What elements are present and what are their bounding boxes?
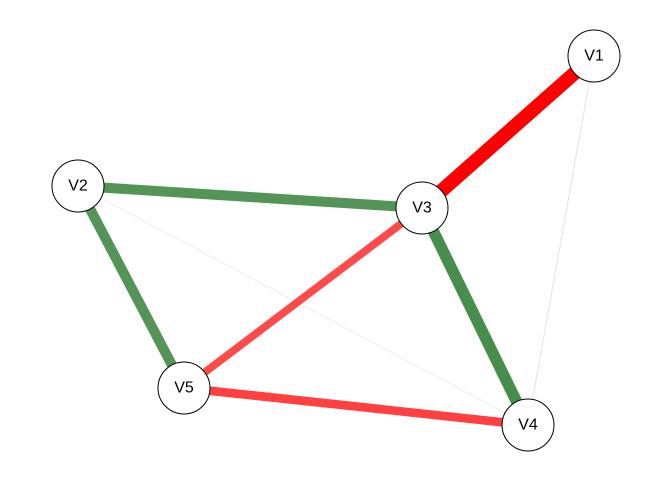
node-V4[interactable]: V4	[501, 398, 555, 452]
edge-V5-V4	[183, 383, 529, 430]
node-V3-label: V3	[412, 200, 432, 217]
nodes-layer: V1 V2 V3 V4 V5	[51, 29, 621, 452]
node-V2-circle	[51, 159, 105, 213]
node-V3-circle	[395, 181, 449, 235]
node-V3[interactable]: V3	[395, 181, 449, 235]
node-V5-label: V5	[174, 380, 194, 397]
edge-V3-V4	[416, 205, 534, 428]
node-V5[interactable]: V5	[157, 361, 211, 415]
edge-V1-V4	[527, 55, 595, 426]
node-V4-label: V4	[518, 417, 538, 434]
edge-V2-V4	[77, 185, 529, 426]
edge-V3-V5	[181, 204, 425, 392]
edge-V2-V3	[77, 180, 423, 214]
node-V1-circle	[567, 29, 621, 83]
node-V2-label: V2	[68, 178, 88, 195]
edge-V1-V3	[417, 50, 599, 214]
node-V2[interactable]: V2	[51, 159, 105, 213]
edges-layer	[73, 50, 599, 430]
node-V5-circle	[157, 361, 211, 415]
node-V1[interactable]: V1	[567, 29, 621, 83]
node-V1-label: V1	[584, 48, 604, 65]
node-V4-circle	[501, 398, 555, 452]
edge-V2-V5	[73, 183, 189, 391]
